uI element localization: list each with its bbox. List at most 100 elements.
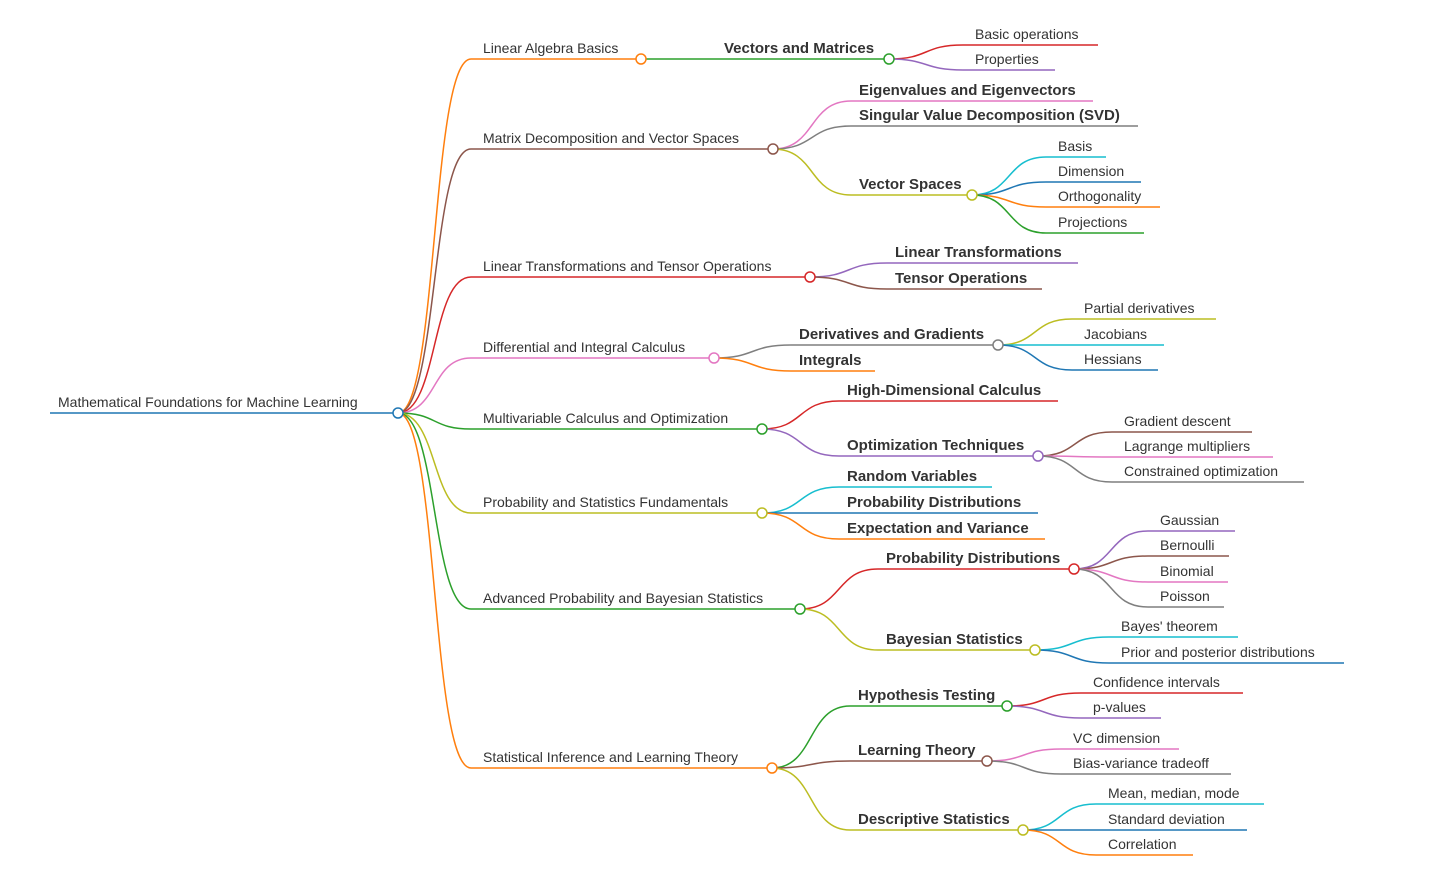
node-dimension: Dimension	[1046, 163, 1141, 183]
edge-bayes-theorem	[1034, 636, 1110, 651]
node-vector-spaces-collapse-toggle[interactable]	[966, 189, 978, 201]
node-bayesian-statistics-label: Bayesian Statistics	[886, 631, 1023, 648]
node-probability-distributions-collapse-toggle[interactable]	[1068, 563, 1080, 575]
node-bayesian-statistics: Bayesian Statistics	[878, 631, 1041, 656]
node-gradient-descent-label: Gradient descent	[1124, 413, 1231, 429]
node-mean-median-mode: Mean, median, mode	[1096, 785, 1264, 805]
node-multivariable-calculus-and-optimization-collapse-toggle[interactable]	[756, 423, 768, 435]
edge-matrix-decomposition-and-vector-spaces	[397, 148, 472, 414]
edge-partial-derivatives	[997, 318, 1073, 346]
edge-probability-and-statistics-fundamentals	[397, 412, 472, 514]
node-linear-transformations-and-tensor-operations-collapse-toggle[interactable]	[804, 271, 816, 283]
node-probability-distributions-label: Probability Distributions	[847, 494, 1021, 511]
edge-derivatives-and-gradients	[713, 344, 792, 359]
node-bias-variance-tradeoff-label: Bias-variance tradeoff	[1073, 755, 1209, 771]
node-properties-label: Properties	[975, 51, 1039, 67]
node-vector-spaces-label: Vector Spaces	[859, 176, 962, 193]
node-expectation-and-variance-label: Expectation and Variance	[847, 520, 1029, 537]
node-descriptive-statistics: Descriptive Statistics	[850, 811, 1029, 836]
node-probability-and-statistics-fundamentals-collapse-toggle[interactable]	[756, 507, 768, 519]
node-descriptive-statistics-collapse-toggle[interactable]	[1017, 824, 1029, 836]
node-gradient-descent: Gradient descent	[1112, 413, 1252, 433]
node-integrals: Integrals	[791, 352, 875, 372]
node-linear-algebra-basics-collapse-toggle[interactable]	[635, 53, 647, 65]
node-derivatives-and-gradients-collapse-toggle[interactable]	[992, 339, 1004, 351]
edge-bayesian-statistics	[799, 608, 879, 651]
edge-poisson	[1073, 568, 1149, 608]
edge-integrals	[713, 357, 792, 372]
node-projections-label: Projections	[1058, 214, 1127, 230]
node-lagrange-multipliers: Lagrange multipliers	[1112, 438, 1273, 458]
node-p-values-label: p-values	[1093, 699, 1146, 715]
node-bernoulli-label: Bernoulli	[1160, 537, 1214, 553]
node-matrix-decomposition-and-vector-spaces: Matrix Decomposition and Vector Spaces	[471, 130, 779, 155]
node-matrix-decomposition-and-vector-spaces-label: Matrix Decomposition and Vector Spaces	[483, 130, 739, 146]
node-standard-deviation-label: Standard deviation	[1108, 811, 1225, 827]
edge-advanced-probability-and-bayesian-statistics	[397, 412, 472, 610]
node-multivariable-calculus-and-optimization: Multivariable Calculus and Optimization	[471, 410, 768, 435]
edge-linear-algebra-basics	[397, 58, 472, 414]
node-binomial-label: Binomial	[1160, 563, 1214, 579]
node-hypothesis-testing-collapse-toggle[interactable]	[1001, 700, 1013, 712]
edge-random-variables	[761, 486, 840, 514]
node-hessians: Hessians	[1072, 351, 1158, 371]
node-probability-distributions-label: Probability Distributions	[886, 550, 1060, 567]
node-bayesian-statistics-collapse-toggle[interactable]	[1029, 644, 1041, 656]
edge-mean-median-mode	[1022, 803, 1097, 831]
node-vc-dimension-label: VC dimension	[1073, 730, 1160, 746]
edge-basic-operations	[888, 44, 964, 60]
node-bernoulli: Bernoulli	[1148, 537, 1229, 557]
edge-gaussian	[1073, 530, 1149, 570]
edge-eigenvalues-and-eigenvectors	[772, 100, 852, 150]
node-prior-and-posterior-distributions-label: Prior and posterior distributions	[1121, 644, 1315, 660]
edge-multivariable-calculus-and-optimization	[397, 412, 472, 430]
edge-tensor-operations	[809, 276, 888, 290]
edge-expectation-and-variance	[761, 512, 840, 540]
root-node-collapse-toggle[interactable]	[392, 407, 404, 419]
node-optimization-techniques-collapse-toggle[interactable]	[1032, 450, 1044, 462]
edge-prior-and-posterior-distributions	[1034, 649, 1110, 664]
node-high-dimensional-calculus-label: High-Dimensional Calculus	[847, 382, 1041, 399]
node-learning-theory-label: Learning Theory	[858, 742, 976, 759]
node-linear-algebra-basics: Linear Algebra Basics	[471, 40, 647, 65]
node-basic-operations: Basic operations	[963, 26, 1098, 46]
node-partial-derivatives: Partial derivatives	[1072, 300, 1216, 320]
edge-high-dimensional-calculus	[761, 400, 840, 430]
node-eigenvalues-and-eigenvectors: Eigenvalues and Eigenvectors	[851, 82, 1093, 102]
node-derivatives-and-gradients-label: Derivatives and Gradients	[799, 326, 984, 343]
node-poisson: Poisson	[1148, 588, 1224, 608]
node-integrals-label: Integrals	[799, 352, 862, 369]
edge-projections	[971, 194, 1047, 234]
node-probability-and-statistics-fundamentals-label: Probability and Statistics Fundamentals	[483, 494, 728, 510]
node-vectors-and-matrices-collapse-toggle[interactable]	[883, 53, 895, 65]
node-differential-and-integral-calculus-collapse-toggle[interactable]	[708, 352, 720, 364]
node-differential-and-integral-calculus: Differential and Integral Calculus	[471, 339, 720, 364]
node-probability-distributions: Probability Distributions	[839, 494, 1038, 514]
node-linear-transformations-label: Linear Transformations	[895, 244, 1062, 261]
edge-bernoulli	[1073, 555, 1149, 570]
node-optimization-techniques: Optimization Techniques	[839, 437, 1044, 462]
node-orthogonality-label: Orthogonality	[1058, 188, 1141, 204]
edge-gradient-descent	[1037, 431, 1113, 457]
node-constrained-optimization: Constrained optimization	[1112, 463, 1304, 483]
node-jacobians: Jacobians	[1072, 326, 1164, 346]
node-probability-and-statistics-fundamentals: Probability and Statistics Fundamentals	[471, 494, 768, 519]
node-linear-transformations-and-tensor-operations: Linear Transformations and Tensor Operat…	[471, 258, 816, 283]
edge-linear-transformations-and-tensor-operations	[397, 276, 472, 414]
edge-optimization-techniques	[761, 428, 840, 457]
node-random-variables-label: Random Variables	[847, 468, 977, 485]
node-learning-theory-collapse-toggle[interactable]	[981, 755, 993, 767]
edge-differential-and-integral-calculus	[397, 357, 472, 414]
root-node: Mathematical Foundations for Machine Lea…	[50, 394, 404, 419]
node-basic-operations-label: Basic operations	[975, 26, 1079, 42]
node-matrix-decomposition-and-vector-spaces-collapse-toggle[interactable]	[767, 143, 779, 155]
edge-dimension	[971, 181, 1047, 196]
node-statistical-inference-and-learning-theory-collapse-toggle[interactable]	[766, 762, 778, 774]
node-hypothesis-testing: Hypothesis Testing	[850, 687, 1013, 712]
edge-statistical-inference-and-learning-theory	[397, 412, 472, 769]
node-advanced-probability-and-bayesian-statistics-collapse-toggle[interactable]	[794, 603, 806, 615]
node-gaussian-label: Gaussian	[1160, 512, 1219, 528]
node-correlation-label: Correlation	[1108, 836, 1176, 852]
node-confidence-intervals-label: Confidence intervals	[1093, 674, 1220, 690]
edge-binomial	[1073, 568, 1149, 583]
